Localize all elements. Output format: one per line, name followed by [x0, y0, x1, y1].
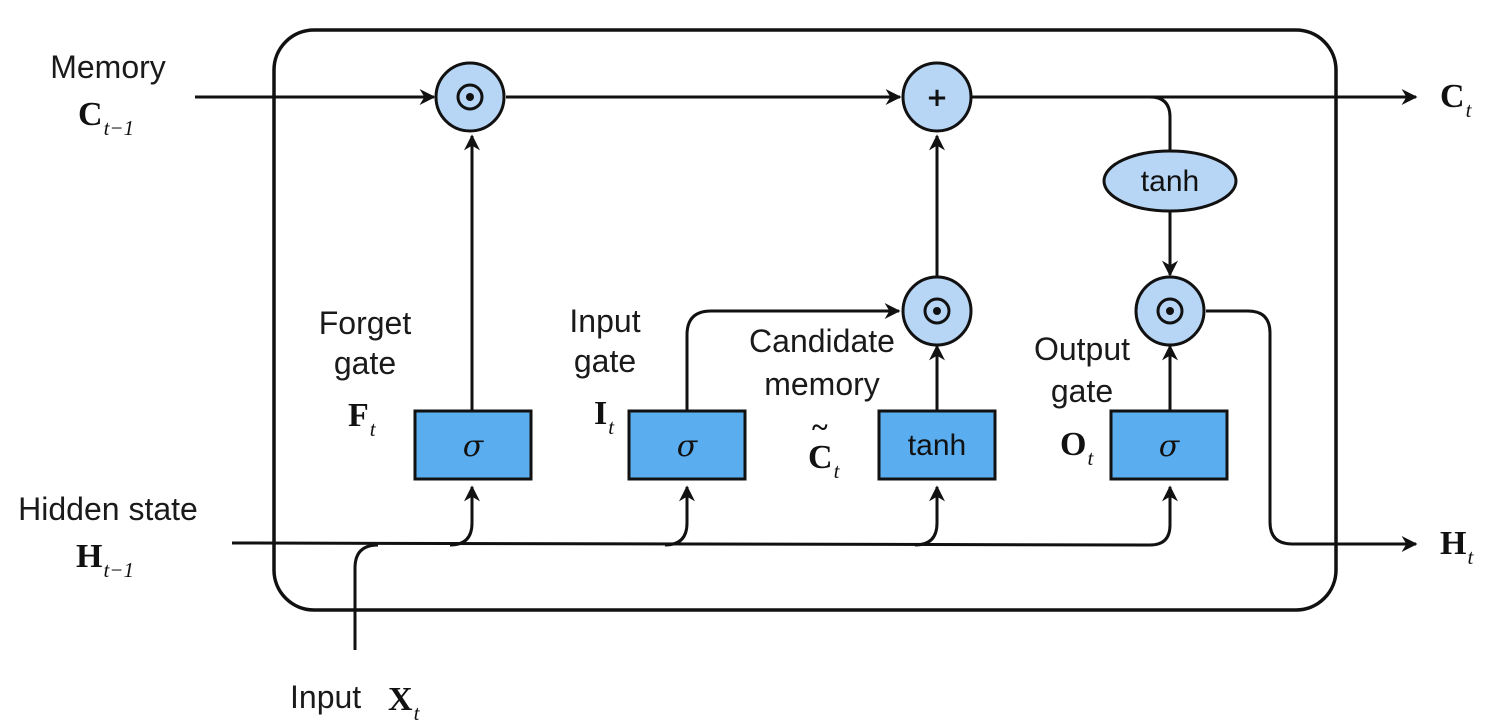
x-t-sub: t [414, 701, 421, 725]
c-tilde-accent: ~ [812, 411, 828, 444]
wire-hidden-out [1206, 309, 1418, 552]
wire-to-candidate [914, 485, 945, 547]
c-t-sub: t [1466, 98, 1473, 122]
input-label: Input [290, 679, 361, 715]
c-prev-sub: t−1 [104, 116, 135, 140]
forget-gate-label-2: gate [334, 345, 396, 381]
i-t-variable: It [594, 395, 615, 439]
cell-tanh-label: tanh [1141, 165, 1199, 198]
h-prev-sub: t−1 [103, 558, 134, 582]
wire-input-gate-over [685, 303, 901, 411]
h-t-letter: H [1440, 525, 1466, 562]
i-t-sub: t [608, 415, 615, 439]
output-sigma: σ [1159, 429, 1181, 464]
wire-to-input-gate [664, 485, 695, 547]
x-t-variable: Xt [388, 681, 421, 725]
input-multiply-operator [901, 275, 973, 347]
o-t-variable: Ot [1060, 426, 1094, 470]
input-sigma: σ [677, 429, 699, 464]
forget-multiply-operator [434, 61, 506, 133]
f-t-sub: t [370, 417, 377, 441]
memory-label: Memory [50, 49, 166, 85]
c-tilde-variable: Ct [808, 439, 841, 483]
i-t-letter: I [594, 395, 607, 432]
o-t-letter: O [1060, 426, 1086, 463]
add-symbol: + [926, 83, 948, 113]
output-multiply-operator [1134, 275, 1206, 347]
c-tilde-sub: t [834, 459, 841, 483]
candidate-tanh: tanh [908, 429, 966, 462]
candidate-label-2: memory [764, 366, 880, 402]
forget-gate-label-1: Forget [319, 305, 412, 341]
cell-tanh-node: tanh [1102, 149, 1238, 213]
input-gate-box: σ [627, 409, 747, 481]
add-operator: + [901, 61, 973, 133]
f-t-variable: Ft [348, 397, 377, 441]
c-tilde-letter: C [808, 439, 833, 476]
input-gate-label-1: Input [569, 303, 640, 339]
c-t-letter: C [1440, 78, 1465, 115]
output-gate-label-1: Output [1034, 331, 1130, 367]
output-gate-label-2: gate [1051, 373, 1113, 409]
candidate-label-1: Candidate [749, 323, 895, 359]
f-t-letter: F [348, 397, 369, 434]
h-prev-variable: Ht−1 [76, 538, 134, 582]
wire-hidden-in [231, 485, 1178, 547]
c-prev-letter: C [78, 96, 103, 133]
cell-frame [272, 28, 1338, 612]
wire-to-cell-tanh [1149, 95, 1172, 152]
wire-input-x [353, 543, 379, 650]
hidden-state-label: Hidden state [18, 491, 198, 527]
h-t-variable: Ht [1440, 525, 1474, 569]
x-t-letter: X [388, 681, 413, 718]
c-t-variable: Ct [1440, 78, 1473, 122]
candidate-tanh-box: tanh [877, 409, 997, 481]
h-prev-letter: H [76, 538, 102, 575]
c-prev-variable: Ct−1 [78, 96, 134, 140]
h-t-sub: t [1467, 545, 1474, 569]
output-gate-box: σ [1109, 409, 1229, 481]
forget-gate-box: σ [413, 409, 533, 481]
o-t-sub: t [1087, 446, 1094, 470]
input-gate-label-2: gate [574, 343, 636, 379]
wire-to-forget-gate [449, 485, 480, 547]
forget-sigma: σ [463, 429, 485, 464]
